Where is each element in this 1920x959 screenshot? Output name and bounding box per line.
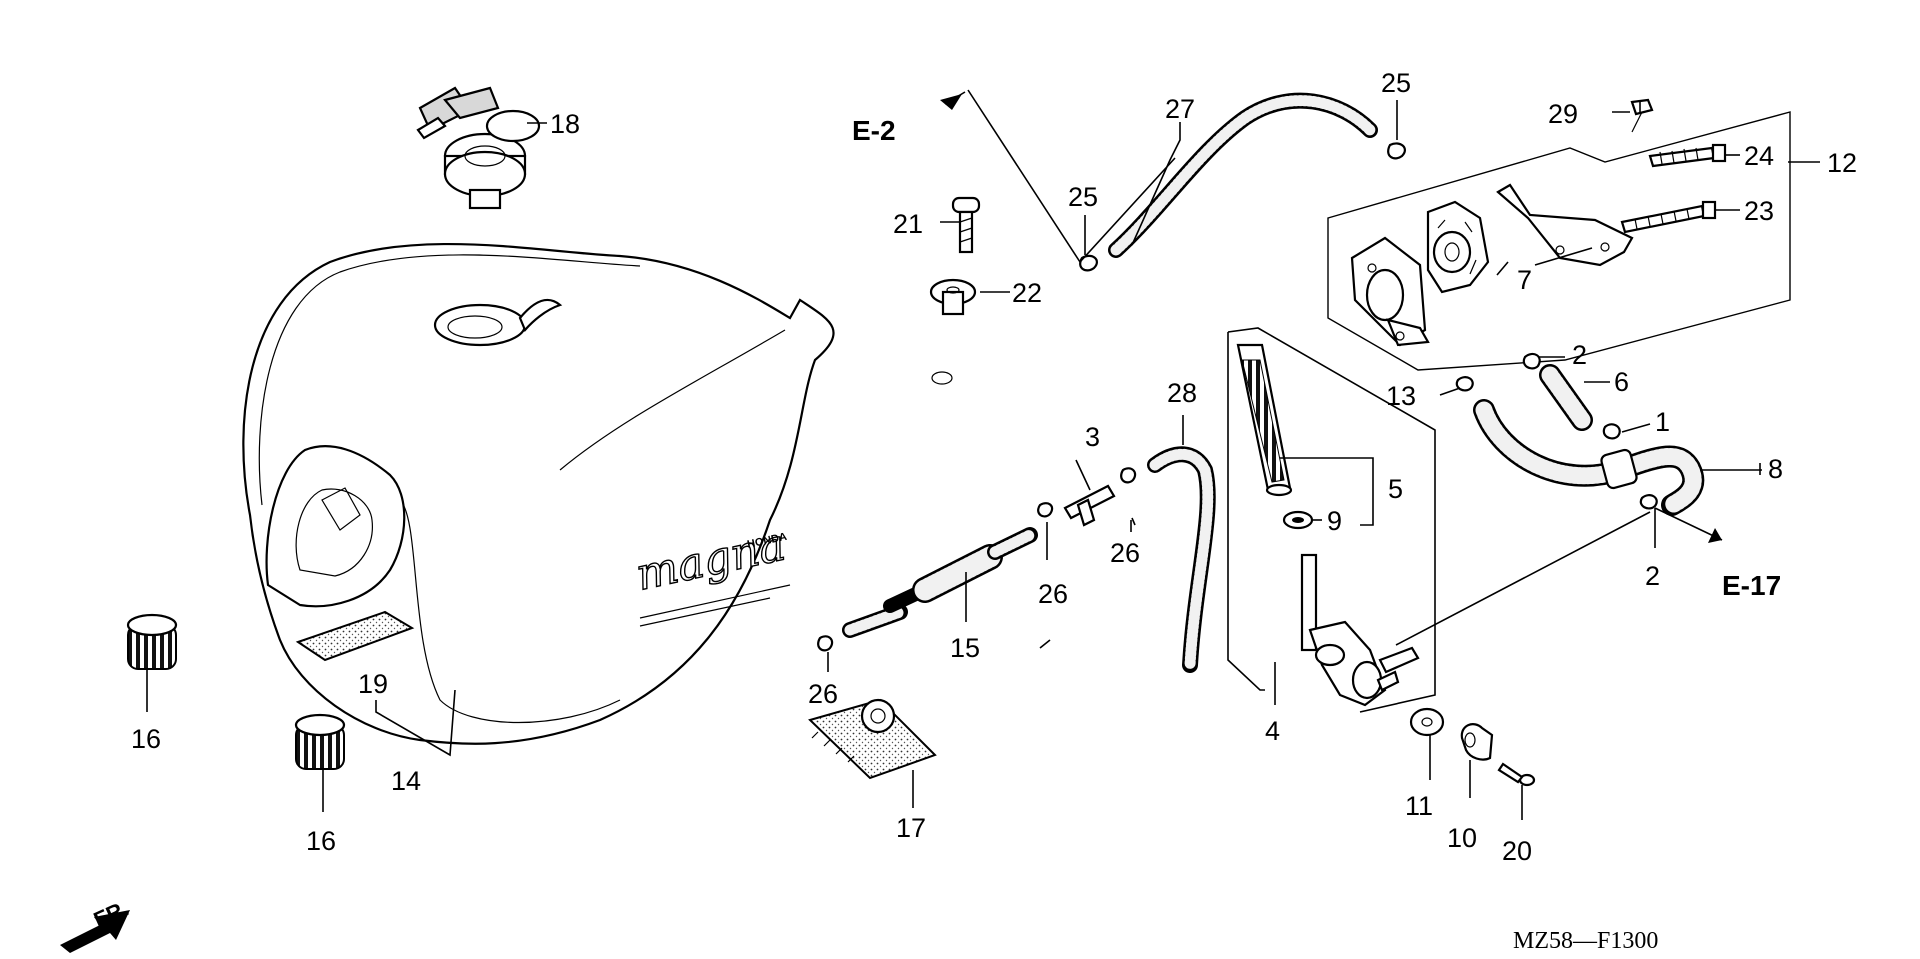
callout-26-middle: 26 [1038,579,1068,609]
callout-25-right: 25 [1381,68,1411,98]
breather-hose [1108,92,1378,258]
callout-15: 15 [950,633,980,663]
ref-arrow-e17 [1654,507,1723,543]
bolt-21 [951,196,981,254]
front-direction-arrow [60,910,130,953]
fuel-tube [842,527,1038,638]
pump-bracket [1496,183,1634,267]
callout-25-left: 25 [1068,182,1098,212]
callout-23: 23 [1744,196,1774,226]
drawing-code: MZ58—F1300 [1513,928,1658,954]
clip-26-c [817,635,834,652]
ref-arrow-e2 [940,89,1176,263]
callout-26-left: 26 [808,679,838,709]
callout-9: 9 [1327,506,1342,536]
ref-e17: E-17 [1722,570,1781,601]
callout-4: 4 [1265,716,1280,746]
callout-10: 10 [1447,823,1477,853]
rubber-cushion-upper [126,613,178,670]
bolt-29 [1630,98,1654,133]
clip-2-upper [1522,352,1541,370]
callout-19: 19 [358,669,388,699]
callout-17: 17 [896,813,926,843]
clip-25-upper [1387,142,1406,160]
washer-11 [1409,707,1445,737]
three-way-joint [1063,484,1116,527]
callout-8: 8 [1768,454,1783,484]
callout-1: 1 [1655,407,1670,437]
bolt-23 [1620,200,1717,234]
callout-3: 3 [1085,422,1100,452]
clip-26-b [1120,467,1137,484]
callout-22: 22 [1012,278,1042,308]
callout-6: 6 [1614,367,1629,397]
ref-e2: E-2 [852,115,896,146]
rubber-pad [295,610,415,662]
callout-13: 13 [1386,381,1416,411]
callout-26-right: 26 [1110,538,1140,568]
callout-12: 12 [1827,148,1857,178]
clip-2-lower [1639,494,1658,510]
callout-14: 14 [391,766,421,796]
callout-20: 20 [1502,836,1532,866]
clip-1 [1602,423,1621,440]
fuel-strainer-screen [1236,343,1293,497]
fuel-cap-with-keys [416,86,541,210]
pump-filter-7 [1426,200,1490,294]
callout-16-lower: 16 [306,826,336,856]
clip-25-lower [1079,254,1098,272]
fuel-pump-assembly-box [1327,111,1791,371]
clip-13 [1455,376,1474,392]
callout-18: 18 [550,109,580,139]
callout-24: 24 [1744,141,1774,171]
leader-lines [146,100,1820,820]
bolt-24 [1648,143,1727,168]
callout-29: 29 [1548,99,1578,129]
clip-26-a [1037,502,1054,518]
callout-16-upper: 16 [131,724,161,754]
hose-6 [1539,364,1593,431]
heat-guard [808,698,937,780]
callout-21: 21 [893,209,923,239]
fuel-hose-8 [1473,399,1705,516]
fuel-pump-body [1350,236,1430,347]
fuel-valve [1300,553,1420,707]
callout-numbers: 1 2 2 3 4 5 6 7 8 9 10 11 12 13 14 15 16… [131,68,1857,866]
collar-22 [929,278,977,316]
valve-group-bracket [1227,327,1436,713]
valve-knob [1460,723,1494,761]
fuel-tank: magna HONDA [242,242,953,745]
overflow-hose [1147,446,1216,673]
screw-20 [1497,762,1536,787]
callout-11: 11 [1405,791,1433,821]
rubber-cushion-lower [294,713,346,770]
callout-5: 5 [1388,474,1403,504]
callout-2-lower: 2 [1645,561,1660,591]
callout-28: 28 [1167,378,1197,408]
callout-2-upper: 2 [1572,340,1587,370]
callout-27: 27 [1165,94,1195,124]
callout-7: 7 [1517,265,1532,295]
